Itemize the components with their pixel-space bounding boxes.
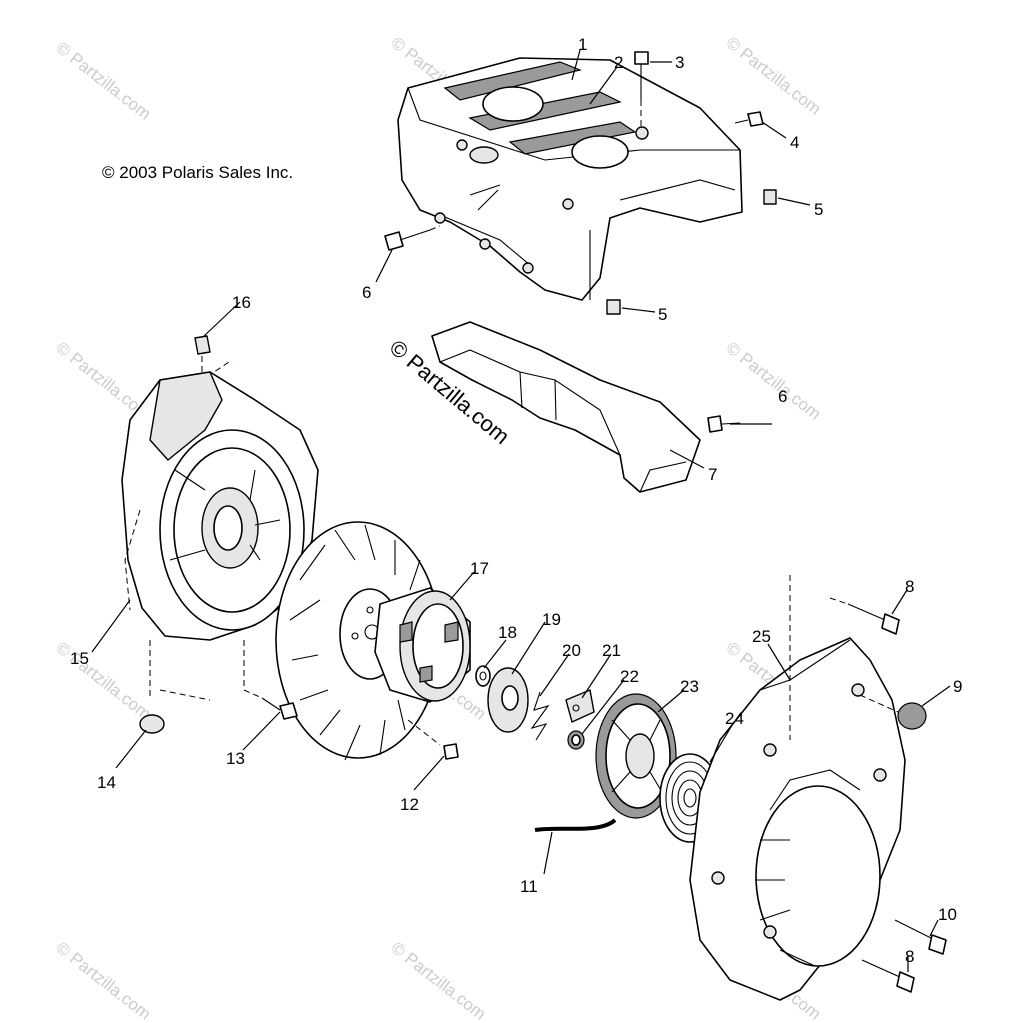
callout-14: 14 [97,773,116,792]
pawl-part [565,689,595,723]
callout-labels: 1 2 3 4 5 5 6 6 7 8 8 9 10 11 12 13 14 1… [70,35,962,966]
watermark-tile: © Partzilla.com [53,38,155,124]
nut-part [407,719,459,760]
fan-wheel-part [275,521,441,761]
callout-7: 7 [708,465,717,484]
bolt-part [384,225,741,433]
ring-part [567,730,585,750]
watermark-tile: © Partzilla.com [388,938,490,1023]
callout-21: 21 [602,641,621,660]
callout-13: 13 [226,749,245,768]
knob-part [859,694,927,730]
callout-6: 6 [362,283,371,302]
callout-18: 18 [498,623,517,642]
watermark-tile: © Partzilla.com [53,638,155,724]
friction-plate-part [487,667,529,733]
starter-cup-part [374,587,471,703]
callout-15: 15 [70,649,89,668]
watermark-tile: © Partzilla.com [723,338,825,424]
callout-10: 10 [938,905,957,924]
plug-part [139,640,211,734]
fan-housing-part [121,371,319,641]
callout-22: 22 [620,667,639,686]
spring-part [530,691,550,741]
callout-6: 6 [778,387,787,406]
watermark-tile: © Partzilla.com [723,33,825,119]
callout-12: 12 [400,795,419,814]
starter-rope-part [534,818,617,832]
recoil-housing-part [689,575,906,1001]
callout-3: 3 [675,53,684,72]
air-duct-part [431,321,701,493]
engine-cover-part [397,57,743,301]
callout-20: 20 [562,641,581,660]
callout-24: 24 [725,709,744,728]
callout-5: 5 [814,200,823,219]
callout-19: 19 [542,610,561,629]
callout-17: 17 [470,559,489,578]
washer-part [475,665,491,687]
callout-8: 8 [905,577,914,596]
copyright-notice: © 2003 Polaris Sales Inc. [102,163,294,182]
callout-11: 11 [520,877,538,896]
callout-8: 8 [905,947,914,966]
screw-part [734,111,764,127]
callout-16: 16 [232,293,251,312]
callout-1: 1 [578,35,587,54]
bolt-part [829,597,915,993]
callout-9: 9 [953,677,962,696]
bolt-part [894,919,947,955]
callout-25: 25 [752,627,771,646]
callout-2: 2 [614,53,623,72]
leader-lines [91,49,951,972]
callout-5: 5 [658,305,667,324]
bolt-part [634,51,649,128]
clip-part [606,189,777,315]
rope-pulley-part [595,693,677,819]
bolt-part [243,640,298,720]
callout-23: 23 [680,677,699,696]
watermark-tile: © Partzilla.com [53,938,155,1023]
callout-4: 4 [790,133,799,152]
